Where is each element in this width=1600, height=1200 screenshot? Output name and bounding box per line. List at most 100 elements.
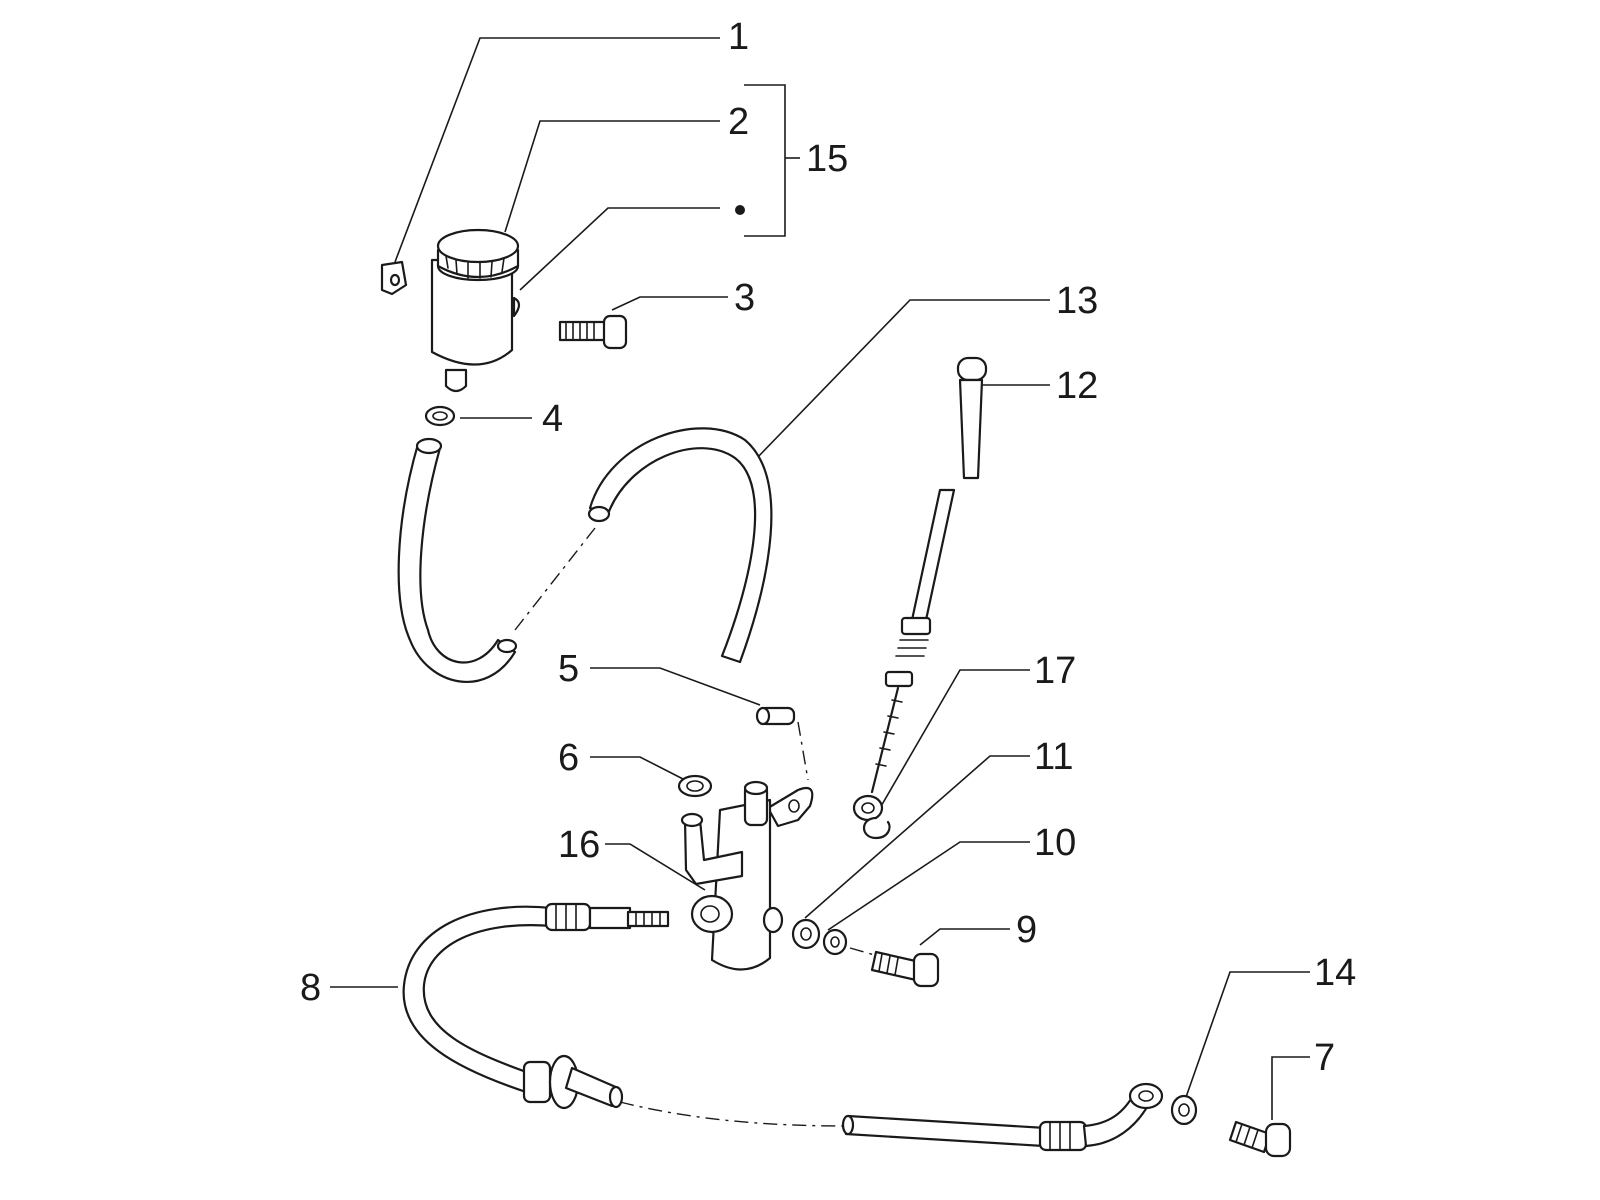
hose-crimp-ribs — [555, 903, 577, 931]
brake-hose-dash — [619, 1101, 849, 1127]
hose-clamp-4 — [424, 405, 456, 427]
pushrod-eye — [852, 794, 884, 822]
dust-cap-6 — [677, 774, 713, 798]
callout-3: 3 — [734, 277, 756, 319]
reservoir-mount-lug — [512, 296, 521, 318]
washer-14-outer — [1170, 1094, 1198, 1126]
fluid-reservoir — [430, 228, 521, 393]
dust-cap-outer — [677, 774, 713, 798]
reservoir-body — [430, 258, 514, 366]
bolt-9-threads — [878, 953, 899, 976]
banjo-bolt-7 — [1228, 1120, 1292, 1158]
washer-14-hole — [1178, 1103, 1190, 1117]
leader-16 — [605, 843, 706, 891]
pushrod-nut-1 — [900, 616, 932, 636]
reservoir-hose — [397, 437, 518, 683]
cylinder-bleed-top — [743, 780, 769, 796]
hose-lower-crimp — [1038, 1120, 1088, 1152]
pushrod-thread — [870, 686, 900, 794]
hose-grommet-collar — [522, 1060, 552, 1104]
bleed-valve-5 — [755, 706, 796, 726]
dust-cap-inner — [686, 780, 704, 792]
pushrod-12 — [852, 356, 988, 822]
hose-thread-marks — [635, 911, 661, 927]
callout-11: 11 — [1034, 736, 1074, 778]
clamp-4-outer — [424, 405, 456, 427]
cylinder-outlet-boss — [690, 894, 734, 934]
washer-11-outer — [791, 918, 821, 950]
reservoir-hose-body — [397, 442, 517, 683]
leader-11 — [804, 755, 1030, 919]
callout-4: 4 — [542, 398, 564, 440]
reservoir-cap-top — [436, 228, 520, 264]
callout-17: 17 — [1034, 650, 1077, 692]
screw-3-shank — [558, 320, 608, 342]
pushrod-spring — [895, 639, 929, 657]
bolt-9-dash — [849, 947, 879, 957]
master-cylinder-16 — [680, 780, 814, 971]
leader-5 — [590, 667, 761, 706]
leader-seal — [519, 207, 720, 291]
hose-13-body — [588, 427, 773, 664]
hose-13-end — [587, 505, 611, 523]
leader-17 — [879, 669, 1030, 809]
leader-1 — [394, 37, 720, 263]
hose-grommet-tube-end — [608, 1085, 624, 1109]
cylinder-elbow-fitting — [683, 818, 744, 886]
cylinder-elbow-end — [680, 812, 704, 828]
pushrod-eye-hole — [861, 802, 875, 814]
washer-11 — [791, 918, 821, 950]
leader-7 — [1271, 1056, 1310, 1120]
callout-6: 6 — [558, 737, 580, 779]
bracket-clip — [380, 260, 408, 296]
callout-2: 2 — [728, 101, 750, 143]
callout-13: 13 — [1056, 280, 1099, 322]
washer-14 — [1170, 1094, 1198, 1126]
reservoir-hose-end — [415, 437, 443, 455]
bolt-7-head — [1264, 1122, 1292, 1158]
cap-ribs — [445, 255, 505, 279]
brake-hose-lower — [841, 1082, 1164, 1152]
leader-10 — [827, 841, 1030, 931]
clip-hole — [389, 273, 401, 287]
leader-14 — [1184, 971, 1310, 1101]
brake-hose-lower-body — [844, 1114, 1048, 1148]
washer-10-hole — [830, 936, 840, 948]
screw-3-head — [602, 314, 628, 350]
washer-10 — [822, 928, 848, 956]
hose-thread — [626, 910, 670, 928]
callout-15: 15 — [806, 138, 849, 180]
leader-2 — [504, 120, 720, 233]
callout-8: 8 — [300, 967, 322, 1009]
cylinder-ear-hole — [788, 799, 800, 813]
banjo-hole — [1138, 1090, 1154, 1102]
bolt-7-threads — [1235, 1123, 1259, 1149]
brake-hose-8 — [402, 902, 670, 1110]
callout-10: 10 — [1034, 822, 1077, 864]
leader-9 — [919, 928, 1010, 946]
cylinder-mount-ear — [766, 786, 814, 828]
reservoir-hose-end-lower — [496, 638, 518, 654]
pushrod-boot-cap — [956, 356, 988, 382]
brake-hose-lower-end — [841, 1114, 855, 1136]
bolt-9 — [870, 950, 940, 988]
callout-5: 5 — [558, 648, 580, 690]
bracket-15 — [744, 84, 786, 237]
reservoir-screw — [558, 314, 628, 350]
seal-ring-dot — [735, 205, 745, 215]
bleed-dash — [797, 721, 809, 781]
callout-9: 9 — [1016, 909, 1038, 951]
pushrod-boot — [958, 378, 984, 480]
hose-crimp-fitting — [544, 902, 592, 932]
pushrod-nut-2 — [884, 670, 914, 688]
leader-3 — [611, 296, 728, 311]
leader-6 — [590, 756, 686, 781]
banjo-fitting — [1128, 1082, 1164, 1110]
pushrod-rod — [910, 488, 956, 622]
cylinder-outlet-hole — [700, 905, 720, 923]
callout-7: 7 — [1314, 1037, 1336, 1079]
bolt-9-head — [912, 952, 940, 988]
callout-1: 1 — [728, 16, 750, 58]
washer-10-outer — [822, 928, 848, 956]
